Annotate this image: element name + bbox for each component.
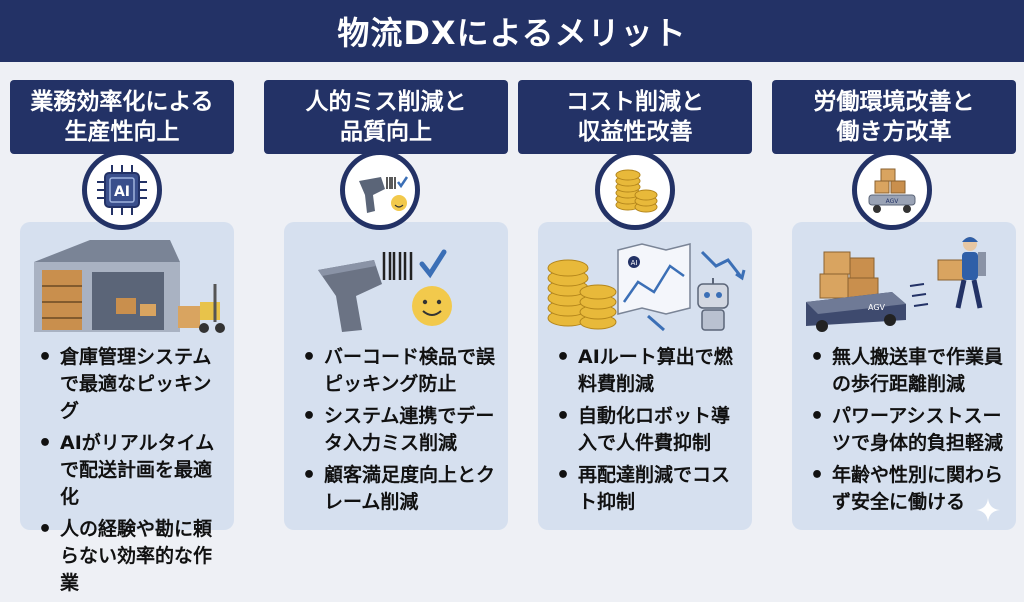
agv-icon-label: AGV <box>886 198 900 205</box>
bullet-list: AIルート算出で燃料費削減 自動化ロボット導入で人件費抑制 再配達削減でコスト抑… <box>552 344 746 521</box>
bullet-list: 倉庫管理システムで最適なピッキング AIがリアルタイムで配送計画を最適化 人の経… <box>34 344 228 602</box>
column-header-quality: 人的ミス削減と 品質向上 <box>264 80 508 154</box>
card-cost: AI AIルート算出で燃料費削減 自動化ロボット導入で人件費抑制 再配達削減でコ… <box>538 222 752 530</box>
column-header-line2: 働き方改革 <box>836 119 952 145</box>
list-item: 無人搬送車で作業員の歩行距離削減 <box>806 344 1010 398</box>
map-ai-label: AI <box>631 259 638 267</box>
column-header-line2: 品質向上 <box>340 119 432 145</box>
column-header-line1: 業務効率化による <box>30 89 214 115</box>
card-work-style: AGV 無人搬送車で作業員の歩行距離削減 パワーアシストスーツで身体的負担軽減 … <box>792 222 1016 530</box>
list-item: 倉庫管理システムで最適なピッキング <box>34 344 228 425</box>
list-item: AIルート算出で燃料費削減 <box>552 344 746 398</box>
column-header-line1: 労働環境改善と <box>813 89 975 115</box>
list-item: 顧客満足度向上とクレーム削減 <box>298 462 502 516</box>
list-item: 再配達削減でコスト抑制 <box>552 462 746 516</box>
cost-illustration: AI <box>547 243 746 332</box>
column-header-efficiency: 業務効率化による 生産性向上 <box>10 80 234 154</box>
card-quality: バーコード検品で誤ピッキング防止 システム連携でデータ入力ミス削減 顧客満足度向… <box>284 222 508 530</box>
column-header-line1: コスト削減と <box>566 89 704 115</box>
column-header-line2: 生産性向上 <box>64 119 180 145</box>
list-item: 年齢や性別に関わらず安全に働ける <box>806 462 1010 516</box>
sparkle-icon <box>976 498 1000 522</box>
page-title: 物流DXによるメリット <box>337 14 687 52</box>
ai-chip-icon: AI <box>82 150 162 230</box>
column-header-work-style: 労働環境改善と 働き方改革 <box>772 80 1016 154</box>
coins-icon <box>595 150 675 230</box>
list-item: パワーアシストスーツで身体的負担軽減 <box>806 403 1010 457</box>
list-item: バーコード検品で誤ピッキング防止 <box>298 344 502 398</box>
warehouse-illustration <box>34 240 225 333</box>
list-item: システム連携でデータ入力ミス削減 <box>298 403 502 457</box>
ai-chip-label: AI <box>114 184 130 200</box>
bullet-list: 無人搬送車で作業員の歩行距離削減 パワーアシストスーツで身体的負担軽減 年齢や性… <box>806 344 1010 521</box>
scanner-illustration <box>318 249 452 332</box>
column-header-line1: 人的ミス削減と <box>305 89 467 115</box>
card-efficiency: 倉庫管理システムで最適なピッキング AIがリアルタイムで配送計画を最適化 人の経… <box>20 222 234 594</box>
title-bar: 物流DXによるメリット <box>0 0 1024 62</box>
list-item: 自動化ロボット導入で人件費抑制 <box>552 403 746 457</box>
list-item: AIがリアルタイムで配送計画を最適化 <box>34 430 228 511</box>
list-item: 人の経験や勘に頼らない効率的な作業 <box>34 516 228 597</box>
column-header-cost: コスト削減と 収益性改善 <box>518 80 752 154</box>
barcode-scanner-icon <box>340 150 420 230</box>
agv-vehicle-label: AGV <box>868 303 886 312</box>
agv-worker-illustration: AGV <box>806 237 986 332</box>
agv-icon: AGV <box>852 150 932 230</box>
column-header-line2: 収益性改善 <box>577 119 693 145</box>
bullet-list: バーコード検品で誤ピッキング防止 システム連携でデータ入力ミス削減 顧客満足度向… <box>298 344 502 521</box>
